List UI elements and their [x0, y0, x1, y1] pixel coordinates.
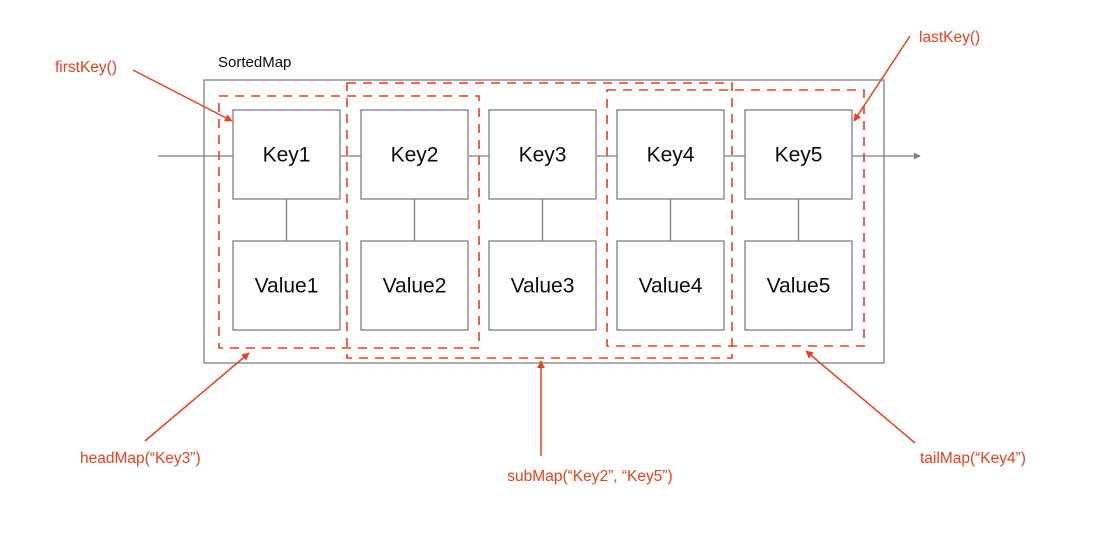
- callout-tail-map: tailMap(“Key4”): [805, 350, 1026, 467]
- key-box-5[interactable]: [744, 109, 853, 200]
- value-box-1[interactable]: [232, 240, 341, 331]
- callout-sub-map: subMap(“Key2”, “Key5”): [507, 360, 673, 485]
- callout-arrow-tail-map: [805, 350, 916, 444]
- value-label-5: Value5: [767, 275, 831, 298]
- value-box-2[interactable]: [360, 240, 469, 331]
- key-box-2[interactable]: [360, 109, 469, 200]
- callout-label-last-key: lastKey(): [919, 29, 980, 46]
- value-label-2: Value2: [383, 275, 447, 298]
- sorted-map-title: SortedMap: [218, 54, 291, 71]
- key-label-4: Key4: [647, 144, 695, 167]
- callout-arrow-head-map: [144, 352, 250, 442]
- callout-label-first-key: firstKey(): [55, 59, 117, 76]
- entry-group-1: Key1 Value1: [232, 109, 341, 331]
- callout-label-tail-map: tailMap(“Key4”): [920, 450, 1026, 467]
- key-label-3: Key3: [519, 144, 567, 167]
- head-map-region: [218, 95, 480, 349]
- key-label-5: Key5: [775, 144, 823, 167]
- entry-group-5: Key5 Value5: [744, 109, 853, 331]
- callout-first-key: firstKey(): [55, 59, 233, 122]
- entry-group-3: Key3 Value3: [488, 109, 597, 331]
- key-box-3[interactable]: [488, 109, 597, 200]
- entry-group-2: Key2 Value2: [360, 109, 469, 331]
- callout-arrow-first-key: [132, 69, 233, 122]
- sub-map-region: [346, 82, 733, 359]
- callout-label-head-map: headMap(“Key3”): [80, 450, 201, 467]
- key-box-4[interactable]: [616, 109, 725, 200]
- entry-group-4: Key4 Value4: [616, 109, 725, 331]
- value-label-3: Value3: [511, 275, 575, 298]
- value-box-4[interactable]: [616, 240, 725, 331]
- callout-head-map: headMap(“Key3”): [80, 352, 250, 467]
- callout-last-key: lastKey(): [853, 29, 980, 122]
- value-box-3[interactable]: [488, 240, 597, 331]
- value-label-1: Value1: [255, 275, 319, 298]
- key-label-2: Key2: [391, 144, 439, 167]
- value-label-4: Value4: [639, 275, 703, 298]
- value-box-5[interactable]: [744, 240, 853, 331]
- callout-label-sub-map: subMap(“Key2”, “Key5”): [507, 468, 672, 485]
- tail-map-region: [606, 89, 865, 347]
- callout-arrow-last-key: [853, 35, 911, 122]
- key-box-1[interactable]: [232, 109, 341, 200]
- key-label-1: Key1: [263, 144, 311, 167]
